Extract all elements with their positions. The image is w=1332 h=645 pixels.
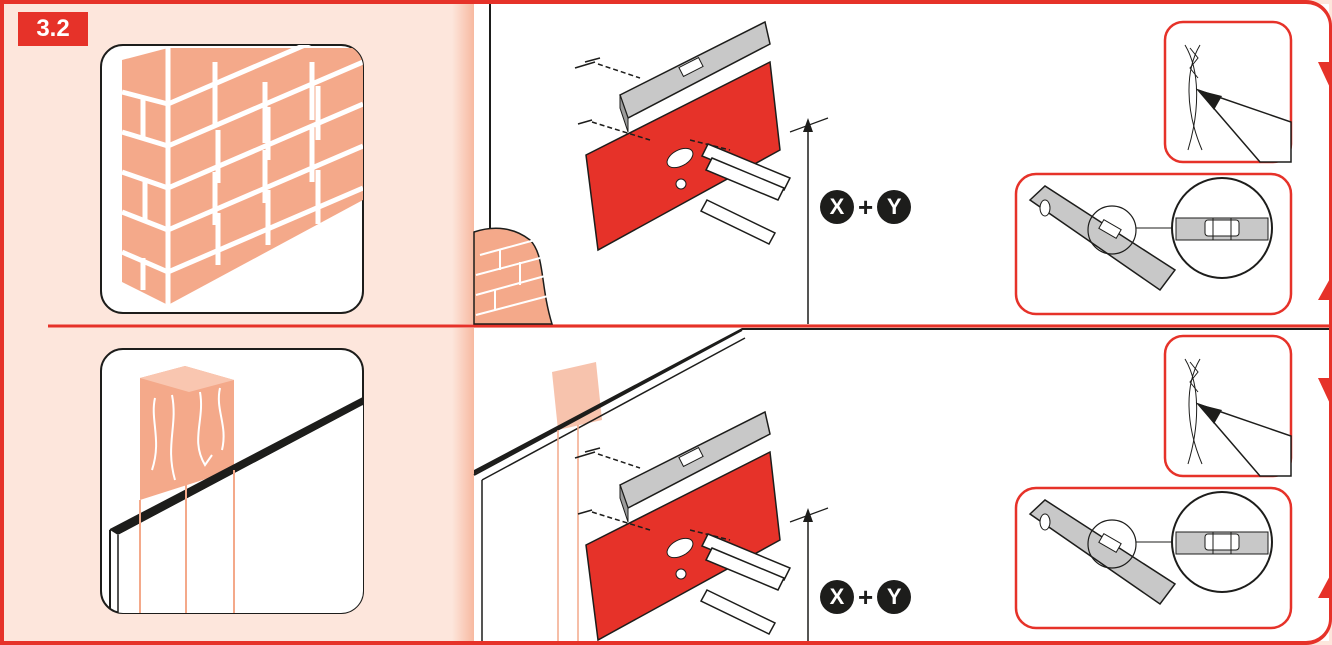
pencil-mark-detail-top (1165, 22, 1291, 162)
measure-label-top: X + Y (820, 190, 911, 224)
measure-label-bottom: X + Y (820, 580, 911, 614)
plus-sign: + (858, 190, 873, 224)
step-number: 3.2 (18, 12, 88, 46)
brick-wall-icon (101, 20, 363, 313)
y-badge: Y (877, 190, 911, 224)
x-badge: X (820, 580, 854, 614)
step-number-badge: 3.2 (18, 12, 88, 46)
level-bubble-detail-top (1016, 174, 1291, 314)
bottom-glow (452, 328, 474, 641)
pencil-mark-detail-bottom (1165, 336, 1291, 476)
plus-sign: + (858, 580, 873, 614)
wooden-stud-wall-icon (101, 349, 363, 613)
level-bubble-detail-bottom (1016, 488, 1291, 628)
y-badge: Y (877, 580, 911, 614)
x-badge: X (820, 190, 854, 224)
top-glow (452, 4, 474, 324)
